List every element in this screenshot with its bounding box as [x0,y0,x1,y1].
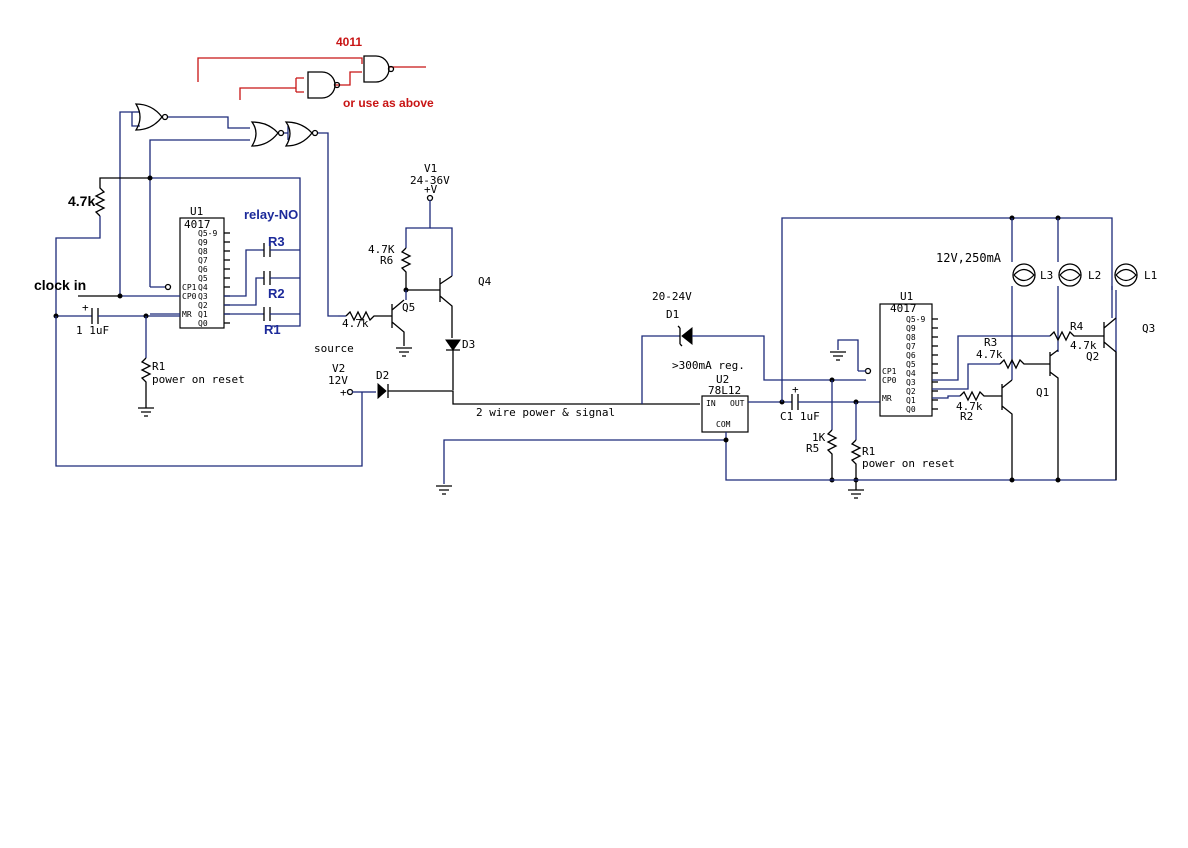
rx-pin-mr: MR [882,394,892,403]
r6-value: 4.7K [368,243,395,256]
tx-pin-q5-9: Q5-9 [198,229,217,238]
r2-ref: R2 [960,410,973,423]
tx-pin-q3: Q3 [198,292,208,301]
rx-pin-q2: Q2 [906,387,916,396]
v1-node: +V [424,183,438,196]
l1-label: L1 [1144,269,1157,282]
tx-cap-label: 1 1uF [76,324,109,337]
rx-pin-q4: Q4 [906,369,916,378]
tx-pin-q8: Q8 [198,247,208,256]
relay-r3-label: R3 [268,234,285,249]
tx-input-network: 4.7k clock in + 1 1uF R1 power on reset [34,175,363,467]
tx-pin-mr: MR [182,310,192,319]
tx-driver: 4.7k source Q5 V1 24-36V +V 4.7K R6 Q4 D… [314,162,700,419]
q2-label: Q2 [1086,350,1099,363]
relay-r2-label: R2 [268,286,285,301]
rx-pin-q0: Q0 [906,405,916,414]
rx-regulator: 20-24V D1 >300mA reg. U2 78L12 IN OUT CO… [436,217,1117,499]
tx-pin-cp1: CP1 [182,283,197,292]
rx-ic-ref: U1 [900,290,913,303]
reg-part: 78L12 [708,384,741,397]
rx-pin-cp0: CP0 [882,376,897,385]
tx-reset-text: power on reset [152,373,245,386]
d3-label: D3 [462,338,475,351]
relay-r1-label: R1 [264,322,281,337]
l3-label: L3 [1040,269,1053,282]
r4-value: 4.7k [1070,339,1097,352]
reg-note: >300mA reg. [672,359,745,372]
rx-pin-q9: Q9 [906,324,916,333]
tx-gate-network [119,103,338,317]
v2-value: 12V [328,374,348,387]
tx-pullup-value: 4.7k [68,193,95,209]
rx-pin-q5: Q5 [906,360,916,369]
rx-pin-q6: Q6 [906,351,916,360]
v1-label: V1 [424,162,437,175]
tx-pin-q1: Q1 [198,310,208,319]
reg-out: OUT [730,399,745,408]
tx-pin-q9: Q9 [198,238,208,247]
r5-value: 1K [812,431,826,444]
r4-ref: R4 [1070,320,1084,333]
alt-gate-network: 4011 or use as above [197,35,434,110]
rx-pin-q8: Q8 [906,333,916,342]
q4-label: Q4 [478,275,492,288]
tx-pin-q0: Q0 [198,319,208,328]
d1-label: D1 [666,308,679,321]
reg-com: COM [716,420,731,429]
rx-reset-ref: R1 [862,445,875,458]
d2-label: D2 [376,369,389,382]
rx-pin-cp1: CP1 [882,367,897,376]
lamp-rating: 12V,250mA [936,251,1002,265]
r5-ref: R5 [806,442,819,455]
rx-ic-part: 4017 [890,302,917,315]
q5-label: Q5 [402,301,415,314]
l2-label: L2 [1088,269,1101,282]
reg-ref: U2 [716,373,729,386]
tx-pin-cp0: CP0 [182,292,197,301]
reg-in: IN [706,399,716,408]
svg-text:+: + [792,383,799,396]
rx-lamp-drivers: 12V,250mA L3 L2 L1 R4 4.7k Q3 R3 4.7k [932,215,1157,483]
q3-label: Q3 [1142,322,1155,335]
source-label: source [314,342,354,355]
tx-reset-ref: R1 [152,360,165,373]
r2-value: 4.7k [956,400,983,413]
rx-cap-label: C1 1uF [780,410,820,423]
v1-range: 24-36V [410,174,450,187]
rx-pin-q1: Q1 [906,396,916,405]
v2-label: V2 [332,362,345,375]
tx-pin-q2: Q2 [198,301,208,310]
relay-label: relay-NO [244,207,298,222]
svg-text:+: + [340,386,347,399]
svg-text:+: + [82,301,89,314]
rx-reset-text: power on reset [862,457,955,470]
q1-label: Q1 [1036,386,1049,399]
gate-ic-label: 4011 [336,35,362,49]
rx-pin-q7: Q7 [906,342,916,351]
r6-ref: R6 [380,254,393,267]
tx-ic-ref: U1 [190,205,203,218]
two-wire-label: 2 wire power & signal [476,406,615,419]
zener-rating: 20-24V [652,290,692,303]
tx-pin-q7: Q7 [198,256,208,265]
tx-relay-contacts: relay-NO R3 R2 R1 [224,207,300,337]
tx-base-res: 4.7k [342,317,369,330]
tx-pin-q6: Q6 [198,265,208,274]
tx-pin-q5: Q5 [198,274,208,283]
r3-ref: R3 [984,336,997,349]
rx-pin-q5-9: Q5-9 [906,315,925,324]
clock-in-label: clock in [34,277,86,293]
rx-pin-q3: Q3 [906,378,916,387]
tx-pin-q4: Q4 [198,283,208,292]
alt-hint-label: or use as above [343,96,434,110]
r3-value: 4.7k [976,348,1003,361]
tx-ic-part: 4017 [184,218,211,231]
